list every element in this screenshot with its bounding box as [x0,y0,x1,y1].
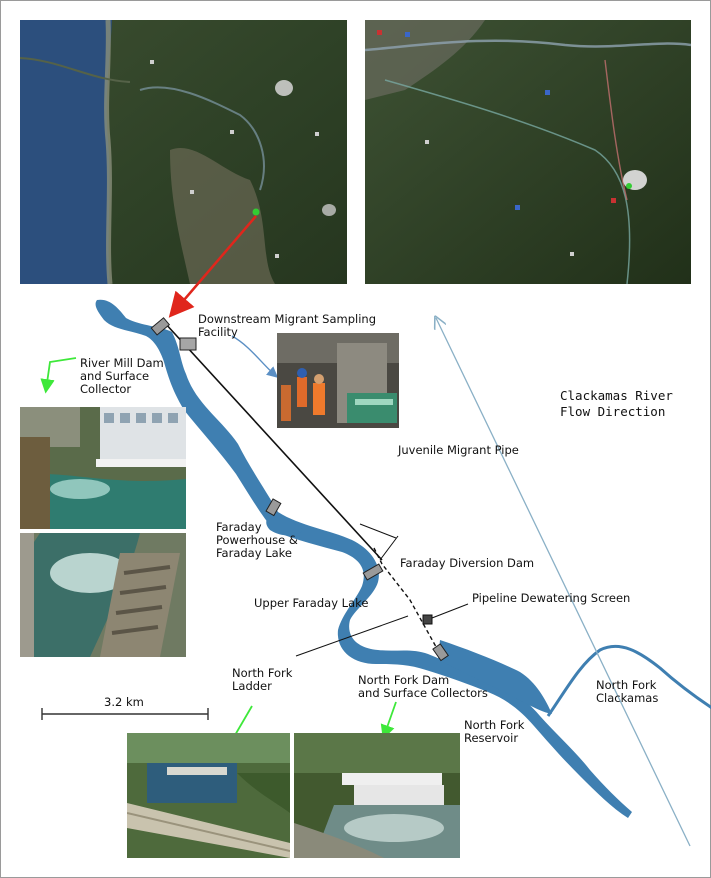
river-mill-dam [150,317,171,336]
label-north-fork-dam: North Fork Dam and Surface Collectors [358,673,488,700]
label-flow-direction: Clackamas River Flow Direction [560,388,673,419]
label-juvenile-pipe: Juvenile Migrant Pipe [398,443,519,457]
label-dewatering-screen: Pipeline Dewatering Screen [472,591,631,605]
label-faraday-diversion: Faraday Diversion Dam [400,556,535,570]
faraday-diversion-dam [362,563,384,581]
label-north-fork-ladder: North Fork Ladder [232,666,293,693]
north-fork-ladder-photo [127,733,290,858]
river-mill-dam-photo [20,407,186,529]
label-faraday-powerhouse: Faraday Powerhouse & Faraday Lake [216,520,298,560]
regional-satellite-map [20,20,347,284]
north-fork-dam [432,643,449,662]
label-downstream-facility: Downstream Migrant Sampling Facility [198,312,377,339]
faraday-powerhouse [265,498,282,517]
label-river-mill: River Mill Dam and Surface Collector [80,356,164,396]
scale-bar [41,708,209,720]
detail-satellite-map [365,20,691,284]
label-scale: 3.2 km [104,695,144,709]
label-north-fork-reservoir: North Fork Reservoir [464,718,525,745]
sampling-facility-box [179,337,197,351]
fish-ladder-photo [20,533,186,657]
label-upper-faraday: Upper Faraday Lake [254,596,369,610]
sampling-facility-photo [277,333,399,428]
label-north-fork-clackamas: North Fork Clackamas [596,678,659,705]
dewatering-screen [422,614,433,625]
north-fork-dam-photo [294,733,460,858]
